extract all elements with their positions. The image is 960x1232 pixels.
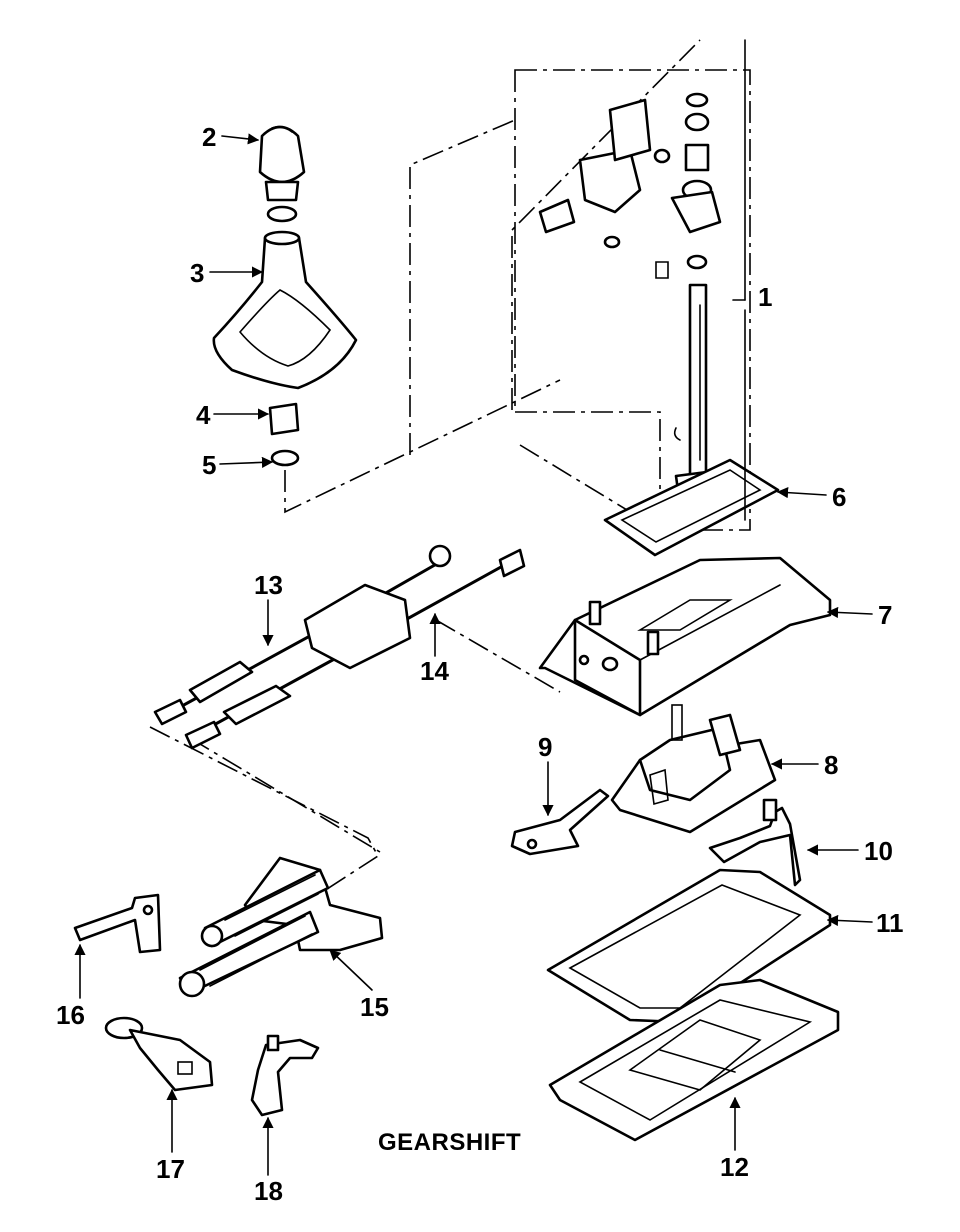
cable-bracket-plate xyxy=(303,583,412,670)
callout-labels: 1 2 3 4 5 6 7 8 9 10 11 12 13 14 15 16 1… xyxy=(56,122,904,1206)
link-rod xyxy=(708,798,802,887)
clip-bracket xyxy=(73,893,162,954)
bushing xyxy=(268,402,300,436)
base-plate xyxy=(548,978,840,1142)
cable-bracket xyxy=(510,788,610,856)
callout-16: 16 xyxy=(56,1000,85,1030)
callout-8: 8 xyxy=(824,750,838,780)
diagram-title: GEARSHIFT xyxy=(378,1129,521,1156)
callout-4: 4 xyxy=(196,400,211,430)
callout-5: 5 xyxy=(202,450,216,480)
callout-1: 1 xyxy=(758,282,772,312)
shift-boot xyxy=(212,230,358,390)
callout-12: 12 xyxy=(720,1152,749,1182)
lever-arm xyxy=(250,1034,320,1117)
callout-10: 10 xyxy=(864,836,893,866)
callout-13: 13 xyxy=(254,570,283,600)
shift-linkage-bracket xyxy=(178,856,384,998)
callout-3: 3 xyxy=(190,258,204,288)
retainer-ring xyxy=(270,449,300,467)
callout-15: 15 xyxy=(360,992,389,1022)
callout-9: 9 xyxy=(538,732,552,762)
lever-plate xyxy=(104,1016,214,1092)
callout-11: 11 xyxy=(876,908,904,938)
callout-14: 14 xyxy=(420,656,449,686)
callout-2: 2 xyxy=(202,122,216,152)
shift-lever-assembly xyxy=(538,92,726,530)
callout-6: 6 xyxy=(832,482,846,512)
callout-17: 17 xyxy=(156,1154,185,1184)
shift-knob xyxy=(258,125,306,223)
phantom-lines xyxy=(149,39,751,901)
shifter-housing xyxy=(538,556,832,717)
callout-arrows xyxy=(74,39,873,1176)
callout-18: 18 xyxy=(254,1176,283,1206)
shifter-base xyxy=(610,704,777,834)
callout-7: 7 xyxy=(878,600,892,630)
